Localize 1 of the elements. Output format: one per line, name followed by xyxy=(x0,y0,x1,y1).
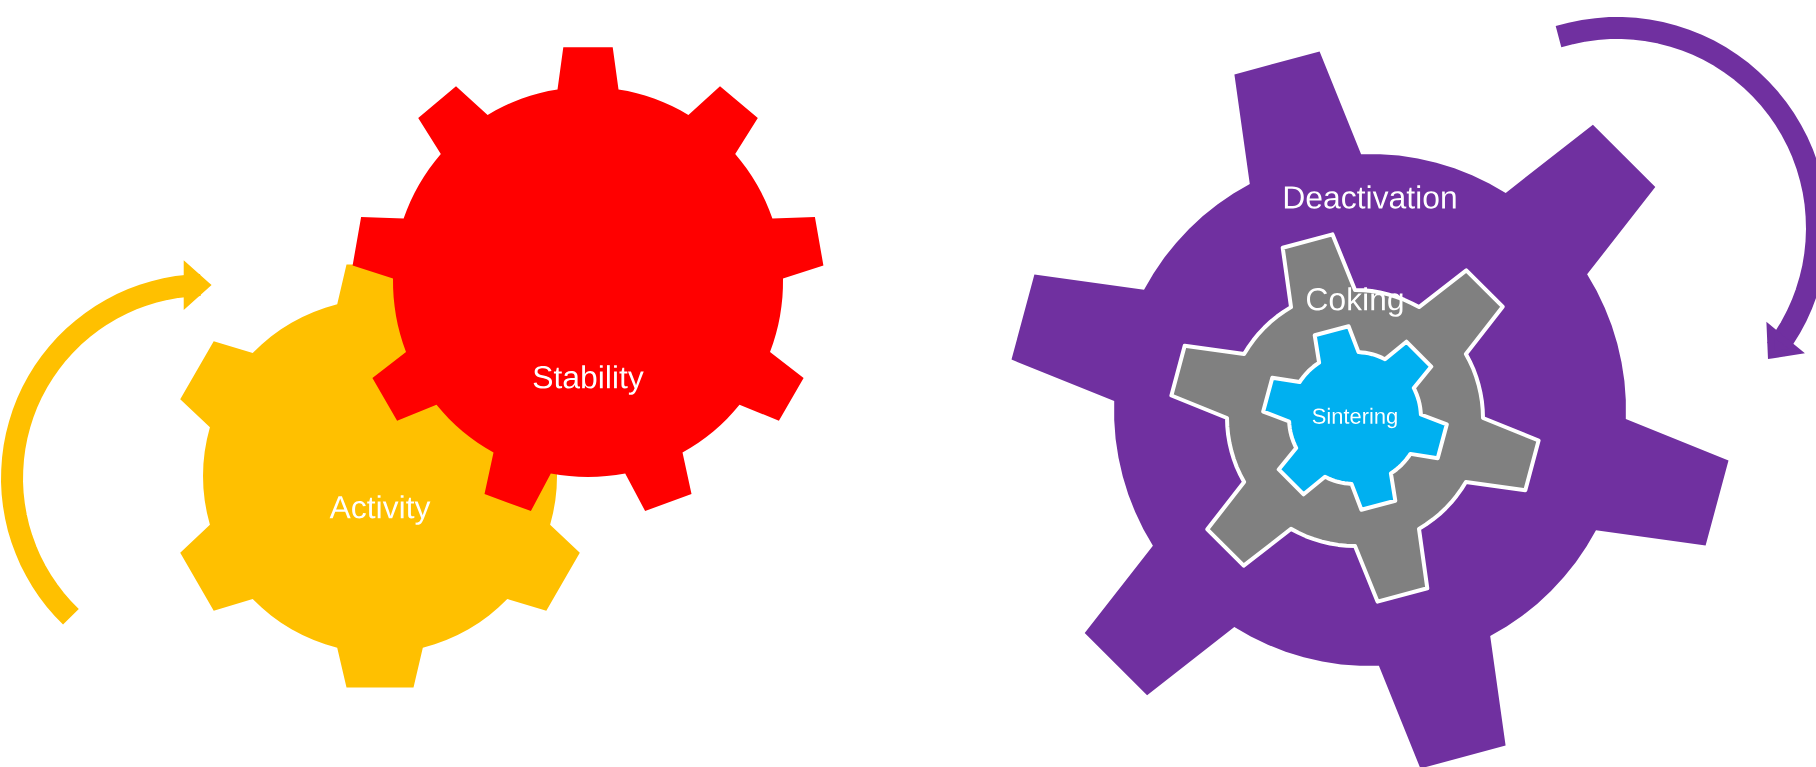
gear: Sintering xyxy=(1261,324,1449,512)
